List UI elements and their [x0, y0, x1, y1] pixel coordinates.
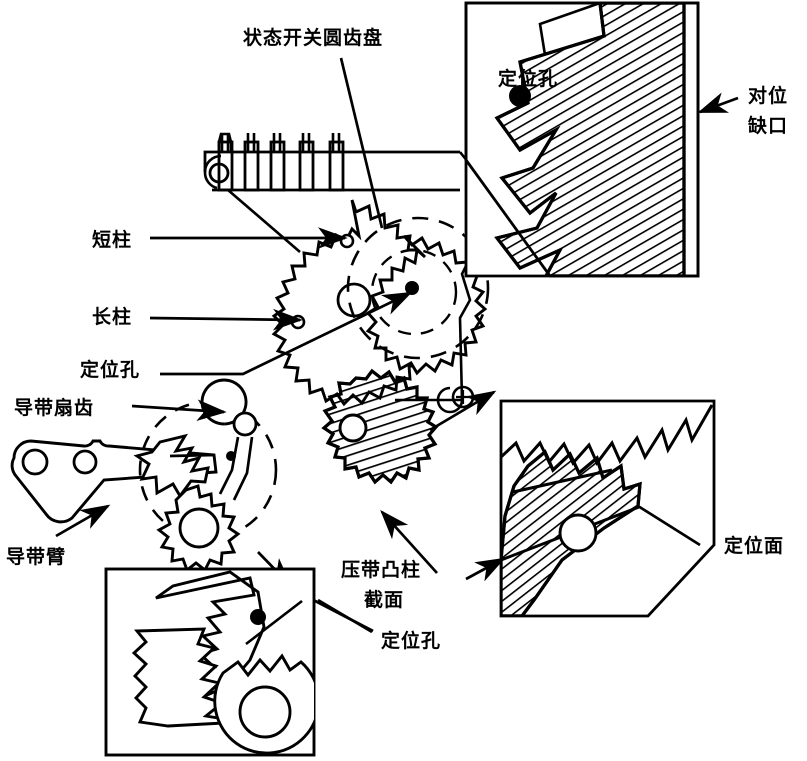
- label-align-notch-line1: 对位: [748, 85, 789, 107]
- label-locating-hole-bottom: 定位孔: [381, 630, 442, 652]
- label-long-post: 长柱: [92, 306, 133, 328]
- panel-locating-hole-dot: [509, 85, 531, 107]
- inset-locating-hole-dot: [250, 609, 266, 625]
- label-locating-hole-left: 定位孔: [80, 359, 141, 381]
- guide-hub-bore: [178, 507, 220, 549]
- leader-press-belt-boss: [380, 509, 439, 574]
- leader-locating-face: [637, 504, 701, 547]
- leader-align-notch: [697, 92, 739, 114]
- leader-guide-arm: [55, 504, 111, 538]
- label-align-notch-line2: 缺口: [748, 115, 789, 137]
- label-press-belt-boss-line2: 截面: [363, 589, 404, 611]
- switch-contact-pins: [217, 132, 345, 192]
- label-locating-hole-panel: 定位孔: [498, 68, 559, 90]
- guide-locating-dot: [226, 451, 236, 461]
- sector-inner-dashed-circle: [370, 248, 458, 336]
- leader-title: [339, 57, 384, 229]
- sector-dashed-circle: [346, 216, 490, 360]
- arm-pivot-hole-2: [72, 449, 98, 475]
- sector-wheel-locating-hole: [405, 281, 419, 295]
- long-post-hole: [290, 314, 306, 330]
- leader-bottom-right-panel: [429, 390, 497, 432]
- panel-locating-face: [499, 399, 716, 618]
- page-title: 状态开关圆齿盘: [243, 27, 384, 49]
- press-belt-boss-section-gear: [321, 368, 439, 485]
- label-locating-face: 定位面: [724, 535, 785, 557]
- label-press-belt-boss-line1: 压带凸柱: [341, 559, 422, 581]
- panel-guide-mesh-inset: [104, 567, 316, 757]
- leader-long-post: [149, 308, 303, 331]
- leader-locating-hole-left: [160, 291, 413, 376]
- arm-pivot-hole-1: [21, 448, 49, 476]
- leader-lines: [55, 57, 439, 634]
- label-short-post: 短柱: [92, 229, 133, 251]
- panel-align-notch: [464, 1, 739, 278]
- label-guide-arm: 导带臂: [6, 546, 67, 568]
- label-guide-sector-teeth: 导带扇齿: [14, 397, 95, 419]
- leader-bottom-right-panel-2: [465, 557, 506, 582]
- inset-hub-bore: [238, 685, 292, 739]
- status-switch-contact-block: [203, 132, 460, 253]
- sector-pivot-bore: [232, 411, 258, 437]
- pinion-bore: [338, 413, 368, 443]
- disc-center-bore: [336, 282, 372, 318]
- leader-guide-sector-teeth: [131, 399, 227, 422]
